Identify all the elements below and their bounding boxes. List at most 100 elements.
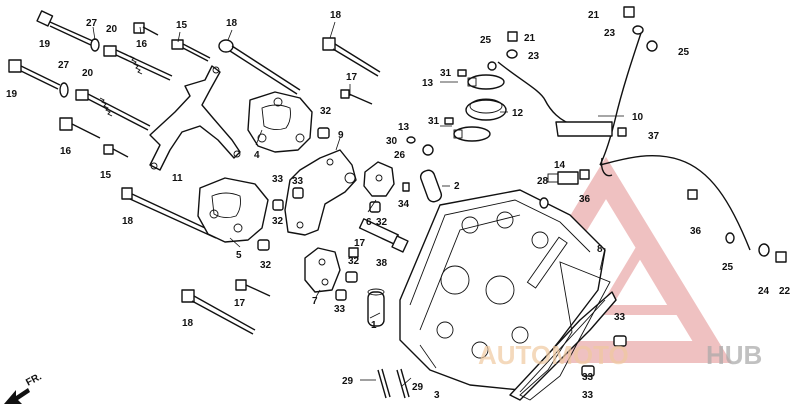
callout-32-e: 32: [376, 217, 388, 228]
bracket-11: [149, 65, 241, 171]
callout-5: 5: [236, 250, 242, 261]
banjo-bolt-21-a: [507, 31, 518, 42]
callout-32-b: 32: [272, 216, 284, 227]
callout-23-b: 23: [604, 28, 616, 39]
callout-13-b: 13: [398, 122, 410, 133]
callout-14: 14: [554, 160, 566, 171]
banjo-bolt-21-b: [623, 6, 635, 18]
callout-27-upper: 27: [86, 18, 98, 29]
callout-29-b: 29: [412, 382, 424, 393]
callout-21-a: 21: [524, 33, 536, 44]
washer-23-a: [506, 49, 518, 59]
callout-19-upper: 19: [39, 39, 51, 50]
callout-20-lower: 20: [82, 68, 94, 79]
valve-guide-1: [367, 288, 385, 327]
callout-13-a: 13: [422, 78, 434, 89]
pin-34: [402, 182, 410, 192]
callout-1: 1: [371, 320, 377, 331]
callout-21-b: 21: [588, 10, 600, 21]
callout-28: 28: [537, 176, 549, 187]
callout-11: 11: [172, 173, 183, 184]
camshaft-holder-4: [247, 91, 313, 153]
direction-label: FR.: [24, 371, 44, 388]
callout-18-d: 18: [182, 318, 194, 329]
callout-labels: 19 27 20 16 15 18 18 19 27 20 16 15 11 1…: [6, 10, 791, 401]
bolt-19-upper: [36, 10, 96, 47]
callout-17-a: 17: [346, 72, 358, 83]
callout-8: 8: [597, 244, 603, 255]
callout-24: 24: [758, 286, 770, 297]
stud-29-a: [377, 368, 391, 399]
callout-38: 38: [376, 258, 388, 269]
rocker-plate-9: [284, 149, 357, 236]
callout-6: 6: [366, 217, 372, 228]
callout-33-d: 33: [614, 312, 626, 323]
callout-16-lower: 16: [60, 146, 72, 157]
callout-25-b: 25: [678, 47, 690, 58]
holder-6: [363, 161, 395, 197]
callout-37: 37: [648, 131, 660, 142]
washer-25-b: [646, 40, 658, 52]
washer-23-b: [632, 25, 644, 35]
washer-25-c: [725, 232, 735, 244]
bolt-16-lower: [59, 117, 101, 139]
callout-32-d: 32: [348, 256, 360, 267]
dowel-33-a: [272, 199, 284, 211]
callout-32-a: 32: [320, 106, 332, 117]
stud-29-b: [396, 368, 410, 399]
washer-30: [406, 136, 416, 144]
sensor-14: [547, 171, 579, 185]
bolt-20-upper: [103, 45, 173, 81]
callout-34: 34: [398, 199, 410, 210]
callout-22: 22: [779, 286, 791, 297]
watermark-text: AUTOMOTO HUB: [478, 340, 762, 370]
callout-7: 7: [312, 296, 318, 307]
camshaft-holder-5: [197, 177, 269, 243]
bolt-37: [617, 127, 627, 137]
callout-18-c: 18: [122, 216, 134, 227]
callout-17-b: 17: [354, 238, 366, 249]
callout-33-f: 33: [582, 390, 594, 401]
gasket-8: [519, 261, 611, 401]
washer-27-upper: [90, 38, 100, 52]
washer-27-lower: [59, 82, 69, 98]
callout-10: 10: [632, 112, 644, 123]
bolt-17-lower: [235, 279, 271, 297]
band-13-lower: [453, 126, 491, 142]
dowel-33-d: [613, 335, 627, 347]
callout-27-lower: 27: [58, 60, 70, 71]
screw-31-a: [457, 69, 467, 77]
washer-25-a: [487, 61, 497, 71]
callout-36-a: 36: [579, 194, 591, 205]
washer-28: [539, 197, 549, 209]
bolt-20-lower: [75, 89, 151, 131]
bolt-16-upper: [133, 22, 159, 36]
callout-30: 30: [386, 136, 398, 147]
callout-2: 2: [454, 181, 460, 192]
callout-3: 3: [434, 390, 440, 401]
callout-15-lower: 15: [100, 170, 112, 181]
callout-26: 26: [394, 150, 406, 161]
bolt-36-b: [687, 189, 698, 200]
callout-20-upper: 20: [106, 24, 118, 35]
bolt-36-a: [579, 169, 590, 180]
band-13-upper: [467, 74, 505, 90]
washer-24: [758, 243, 770, 257]
callout-36-b: 36: [690, 226, 702, 237]
bolt-19-lower: [8, 59, 61, 90]
callout-33-a: 33: [272, 174, 284, 185]
watermark-part1: AUTOMOTO: [478, 340, 629, 370]
screw-31-b: [444, 117, 454, 125]
callout-31-a: 31: [440, 68, 452, 79]
callout-33-c: 33: [334, 304, 346, 315]
valve-guide-2: [419, 169, 443, 203]
oil-pipe-10: [497, 29, 751, 251]
dowel-33-b: [292, 187, 304, 199]
bolt-18-upper-left: [218, 39, 301, 95]
washer-26: [422, 144, 434, 156]
callout-25-a: 25: [480, 35, 492, 46]
bolt-17-upper: [340, 89, 373, 105]
spark-plug-38: [358, 218, 409, 253]
